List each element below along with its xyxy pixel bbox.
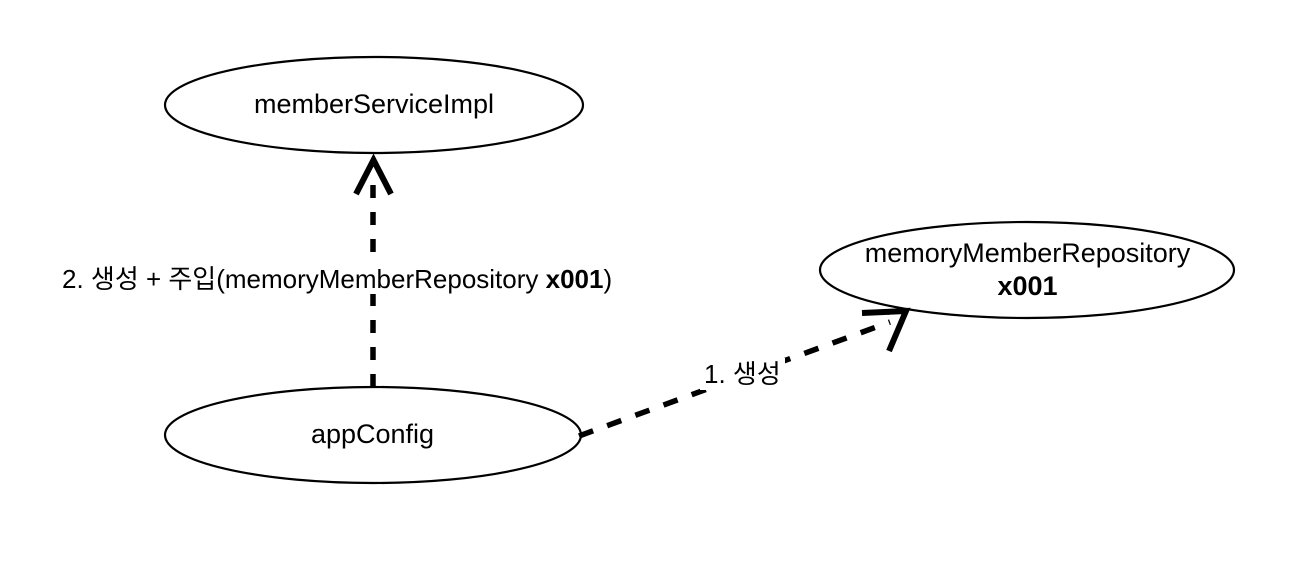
edge-line-create[interactable] — [578, 319, 891, 439]
edge-label-inject-suffix: ) — [603, 264, 613, 294]
node-ellipse-app-config[interactable] — [163, 385, 583, 485]
node-ellipse-memory-member-repository[interactable] — [818, 220, 1236, 320]
edge-arrowhead-inject-icon — [353, 153, 394, 196]
edge-label-inject-bold: x001 — [545, 264, 604, 294]
edge-label-create: 1. 생성 — [700, 358, 785, 390]
edge-arrowhead-create-icon — [861, 307, 911, 353]
edge-label-inject: 2. 생성 + 주입(memoryMemberRepository x001) — [60, 264, 615, 294]
node-ellipse-member-service-impl[interactable] — [163, 55, 585, 155]
edge-label-inject-prefix: 2. 생성 + 주입(memoryMemberRepository — [62, 264, 546, 294]
